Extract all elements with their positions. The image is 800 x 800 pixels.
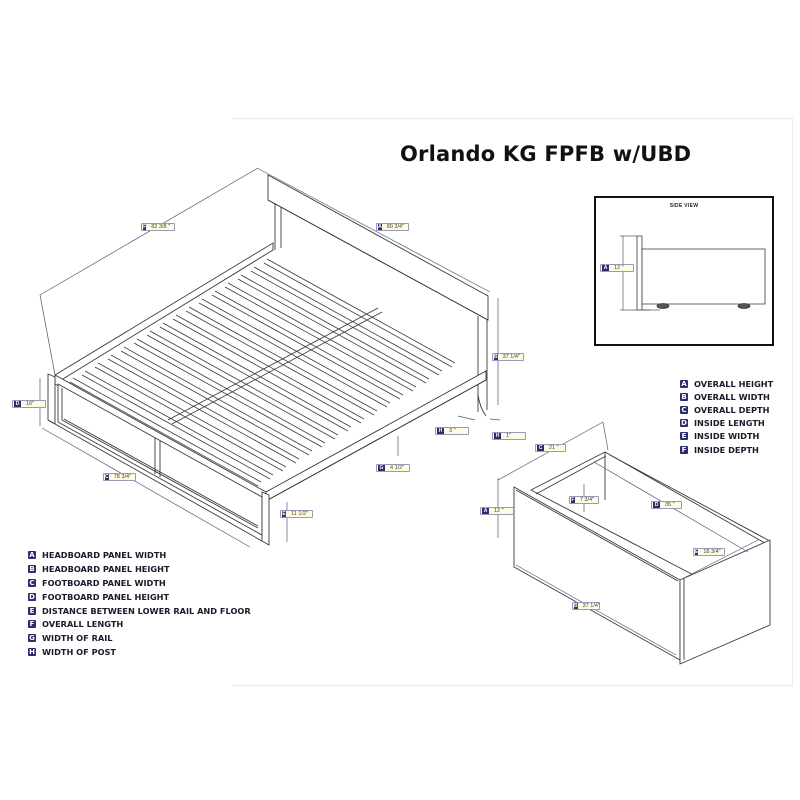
legend-key-badge: E: [28, 606, 36, 615]
dimension-key-badge: F: [571, 497, 575, 503]
legend-key-badge: F: [28, 620, 36, 629]
legend-item: A OVERALL HEIGHT: [680, 377, 773, 390]
bed-dimension-label-g: G 4 1/2": [376, 464, 410, 472]
legend-key-badge: B: [28, 564, 36, 573]
legend-label: WIDTH OF RAIL: [42, 633, 113, 644]
dimension-key-badge: A: [378, 224, 382, 230]
dimension-key-badge: F: [143, 224, 147, 230]
legend-item: D INSIDE LENGTH: [680, 417, 773, 430]
drawer-legend: A OVERALL HEIGHT B OVERALL WIDTH C OVERALL …: [680, 377, 773, 456]
drawer-dimension-label-b: B 37 1/4": [572, 602, 600, 610]
legend-label: DISTANCE BETWEEN LOWER RAIL AND FLOOR: [42, 605, 251, 616]
legend-label: OVERALL LENGTH: [42, 619, 124, 630]
side-view-dimension-label: A 12 ": [600, 264, 634, 272]
legend-item: G WIDTH OF RAIL: [28, 631, 251, 645]
legend-item: E INSIDE WIDTH: [680, 430, 773, 443]
dimension-value: 35 ": [665, 502, 675, 508]
dimension-value: 21 ": [549, 445, 559, 451]
legend-label: OVERALL HEIGHT: [694, 378, 774, 389]
dimension-key-badge: B: [494, 354, 498, 360]
dimension-value: 37 1/4": [502, 354, 520, 360]
dimension-value: 16": [26, 401, 35, 407]
dimension-key-badge: A: [482, 508, 489, 514]
bed-dimension-label-e: E 11 1/2": [280, 510, 313, 518]
drawer-dimension-label-e: E 18 3/4": [693, 548, 725, 556]
dimension-value: 1": [506, 433, 512, 439]
dimension-value: 7 3/4": [579, 497, 594, 503]
dimension-value: 80 3/4": [386, 224, 404, 230]
legend-key-badge: A: [28, 550, 36, 559]
dimension-value: 37 1/4": [582, 603, 600, 609]
legend-label: INSIDE LENGTH: [694, 418, 765, 429]
legend-item: C OVERALL DEPTH: [680, 403, 773, 416]
legend-key-badge: H: [28, 648, 36, 657]
side-view-panel: SIDE VIEW: [594, 196, 774, 346]
legend-item: F INSIDE DEPTH: [680, 443, 773, 456]
drawer-dimension-label-a: A 12 ": [480, 507, 514, 515]
bed-dimension-label-d: D 16": [12, 400, 46, 408]
dimension-key-badge: C: [105, 474, 109, 480]
dimension-value: 18 3/4": [703, 549, 721, 555]
dimension-value: 12 ": [614, 265, 624, 271]
drawer-dimension-label-c: C 21 ": [535, 444, 566, 452]
legend-item: F OVERALL LENGTH: [28, 617, 251, 631]
dimension-value: 12 ": [494, 508, 504, 514]
legend-key-badge: A: [680, 379, 688, 388]
legend-label: HEADBOARD PANEL WIDTH: [42, 549, 167, 560]
diagram-frame: [232, 118, 793, 686]
legend-key-badge: D: [680, 419, 688, 428]
legend-label: OVERALL WIDTH: [694, 391, 770, 402]
dimension-key-badge: E: [695, 549, 699, 555]
bed-dimension-label-c: C 78 3/4": [103, 473, 136, 481]
legend-key-badge: F: [680, 445, 688, 454]
legend-key-badge: C: [680, 405, 688, 414]
bed-dimension-label-a: A 80 3/4": [376, 223, 409, 231]
legend-item: C FOOTBOARD PANEL WIDTH: [28, 576, 251, 590]
legend-key-badge: B: [680, 392, 688, 401]
legend-item: D FOOTBOARD PANEL HEIGHT: [28, 590, 251, 604]
legend-key-badge: C: [28, 578, 36, 587]
legend-key-badge: E: [680, 432, 688, 441]
page-title: Orlando KG FPFB w/UBD: [400, 142, 692, 166]
dimension-value: 78 3/4": [113, 474, 131, 480]
dimension-value: 4 1/2": [390, 465, 405, 471]
legend-item: B OVERALL WIDTH: [680, 390, 773, 403]
bed-dimension-label-b: B 37 1/4": [492, 353, 524, 361]
dimension-key-badge: G: [378, 465, 385, 471]
dimension-value: 3 ": [449, 428, 456, 434]
dimension-key-badge: D: [14, 401, 21, 407]
dimension-key-badge: B: [574, 603, 578, 609]
legend-item: B HEADBOARD PANEL HEIGHT: [28, 562, 251, 576]
legend-label: WIDTH OF POST: [42, 647, 117, 658]
dimension-key-badge: D: [653, 502, 660, 508]
legend-label: HEADBOARD PANEL HEIGHT: [42, 563, 170, 574]
legend-item: A HEADBOARD PANEL WIDTH: [28, 548, 251, 562]
legend-label: FOOTBOARD PANEL HEIGHT: [42, 591, 170, 602]
legend-key-badge: G: [28, 634, 36, 643]
drawer-dimension-label-f: F 7 3/4": [569, 496, 599, 504]
bed-dimension-label-f: F 82 3/8 ": [141, 223, 175, 231]
dimension-value: 82 3/8 ": [151, 224, 170, 230]
legend-label: INSIDE DEPTH: [694, 444, 759, 455]
bed-legend: A HEADBOARD PANEL WIDTH B HEADBOARD PANEL …: [28, 548, 251, 659]
bed-dimension-label-h-3: H 3 ": [435, 427, 469, 435]
bed-dimension-label-h-1: H 1": [492, 432, 526, 440]
legend-item: H WIDTH OF POST: [28, 645, 251, 659]
side-view-title: SIDE VIEW: [669, 203, 699, 209]
dimension-key-badge: C: [537, 445, 544, 451]
legend-label: INSIDE WIDTH: [694, 431, 760, 442]
legend-item: E DISTANCE BETWEEN LOWER RAIL AND FLOOR: [28, 604, 251, 618]
legend-label: FOOTBOARD PANEL WIDTH: [42, 577, 166, 588]
dimension-key-badge: E: [282, 511, 287, 517]
dimension-key-badge: H: [437, 428, 444, 434]
dimension-key-badge: A: [602, 265, 609, 271]
dimension-value: 11 1/2": [291, 511, 308, 517]
dimension-key-badge: H: [494, 433, 501, 439]
legend-label: OVERALL DEPTH: [694, 404, 770, 415]
legend-key-badge: D: [28, 592, 36, 601]
drawer-dimension-label-d: D 35 ": [651, 501, 682, 509]
